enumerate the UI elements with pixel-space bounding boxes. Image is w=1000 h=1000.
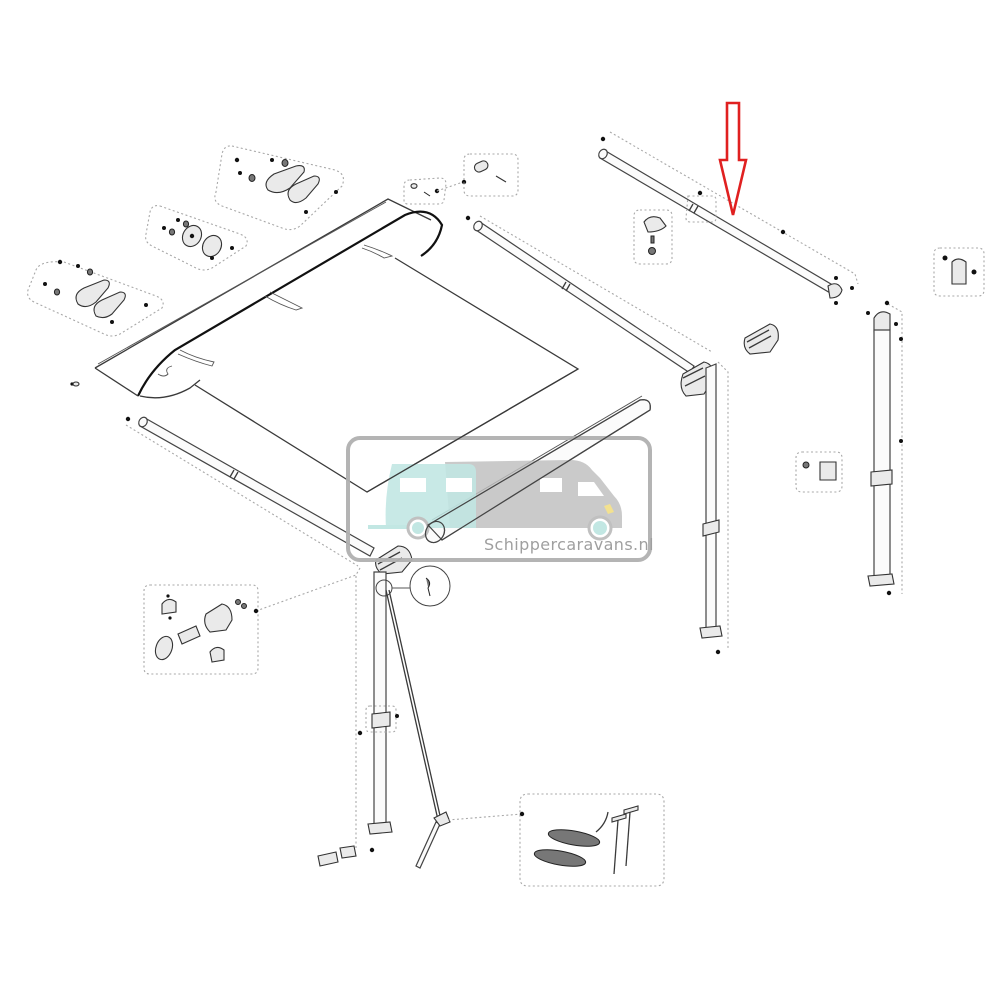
right-end-bracket: [933, 247, 985, 297]
left-end-cap-assembly: [143, 574, 357, 675]
wall-bracket-set-2: [145, 205, 248, 271]
wall-bracket-set-3: [214, 145, 344, 231]
center-leg: [680, 361, 729, 655]
front-roller-tube-overlay: [366, 368, 651, 544]
storm-strap-and-pegs-kit: [519, 793, 665, 887]
red-highlight-arrow-icon: [718, 101, 748, 216]
tension-rafter: [385, 589, 523, 869]
watermark-logo: Schippercaravans.nl: [346, 436, 654, 562]
right-leg: [866, 300, 903, 596]
leg-clip: [795, 451, 843, 493]
left-leg: [317, 545, 451, 867]
wall-bracket-set-1: [27, 259, 164, 337]
left-support-arm: [125, 416, 375, 567]
end-cap-spare: [743, 323, 779, 355]
upper-rear-support-arm: [598, 131, 859, 305]
small-fasteners-kit: [70, 153, 519, 387]
watermark-text: Schippercaravans.nl: [484, 535, 654, 554]
center-support-arm: [465, 215, 713, 374]
arm-end-bracket: [633, 209, 673, 265]
